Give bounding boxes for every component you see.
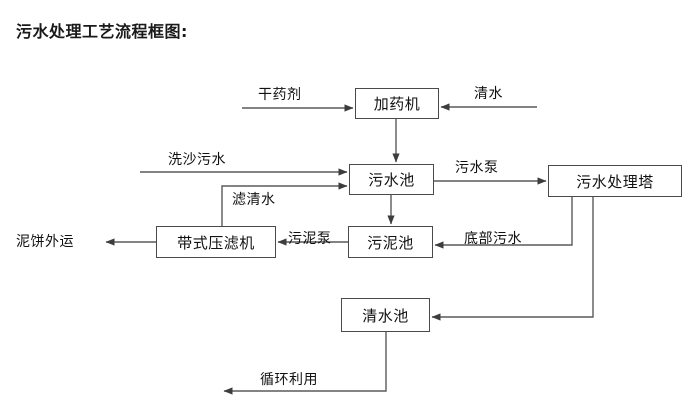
edge-label-dry-agent: 干药剂 — [258, 87, 302, 103]
node-clear-water-pool[interactable]: 清水池 — [341, 298, 430, 332]
edge-tower-to-clear-pool — [431, 197, 594, 321]
edge-label-filtered-water: 滤清水 — [232, 192, 276, 208]
edge-label-clean-water: 清水 — [474, 86, 503, 102]
node-label: 污泥池 — [367, 233, 414, 252]
edge-beltpress-to-sewage-pool — [221, 182, 348, 226]
node-belt-filter-press[interactable]: 带式压滤机 — [156, 226, 276, 258]
node-sewage-pool[interactable]: 污水池 — [349, 164, 434, 195]
edge-label-bottom-sewage: 底部污水 — [464, 231, 522, 247]
edge-clear-pool-to-recycle — [223, 332, 387, 395]
node-label: 污水处理塔 — [576, 172, 654, 191]
node-label: 带式压滤机 — [177, 233, 255, 252]
edge-label-sand-wash-sewage: 洗沙污水 — [168, 152, 226, 168]
edge-label-sludge-pump: 污泥泵 — [288, 231, 332, 247]
edge-tower-to-sludge-pool — [434, 197, 573, 249]
node-label: 加药机 — [373, 95, 421, 113]
page-title: 污水处理工艺流程框图: — [16, 22, 188, 41]
edge-label-recycle-use: 循环利用 — [260, 372, 318, 388]
edge-label-sewage-pump: 污水泵 — [455, 160, 499, 176]
node-label: 清水池 — [362, 306, 409, 325]
node-label: 污水池 — [368, 171, 415, 189]
node-sludge-pool[interactable]: 污泥池 — [348, 226, 433, 258]
node-treatment-tower[interactable]: 污水处理塔 — [548, 165, 682, 197]
node-dosing-machine[interactable]: 加药机 — [355, 88, 439, 119]
terminal-label-mud-cake-out: 泥饼外运 — [16, 234, 74, 250]
